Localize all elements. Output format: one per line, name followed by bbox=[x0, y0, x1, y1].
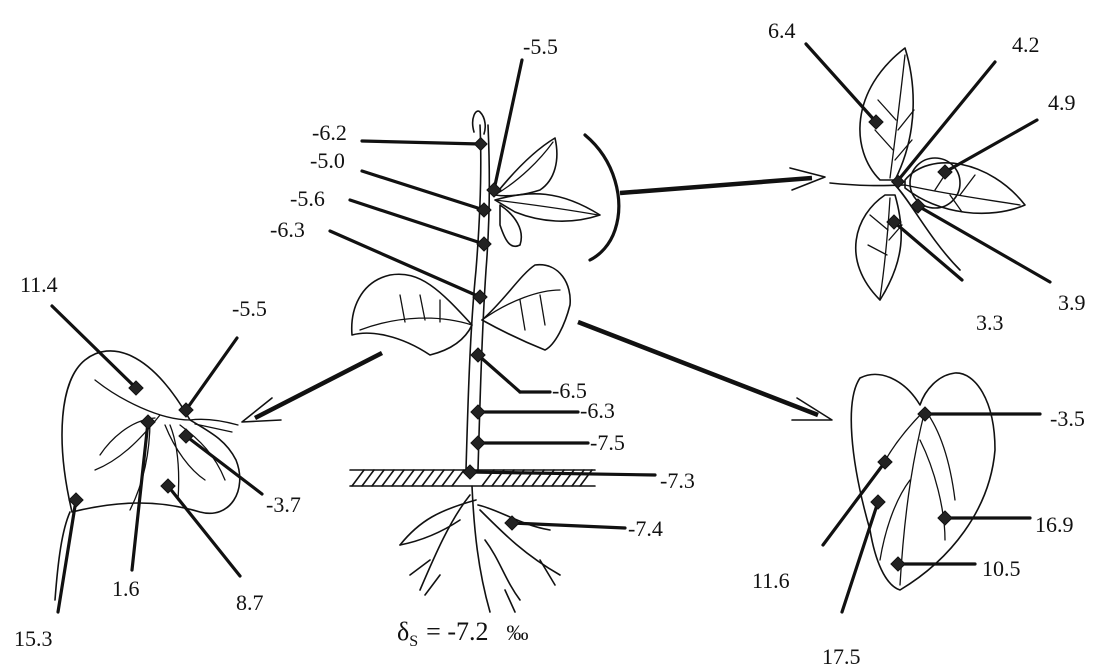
label-br-d: 11.6 bbox=[752, 568, 790, 593]
label-stem-b: -5.6 bbox=[290, 186, 325, 211]
label-left-d: 1.6 bbox=[112, 576, 140, 601]
label-stem-a: -5.0 bbox=[310, 148, 345, 173]
label-stem-d: -6.3 bbox=[580, 398, 615, 423]
plant-upper-leaf-3 bbox=[500, 205, 521, 246]
label-br-b: 16.9 bbox=[1035, 512, 1074, 537]
label-left-c: -3.7 bbox=[266, 492, 301, 517]
formula-symbol: δ bbox=[397, 617, 409, 646]
formula-subscript: S bbox=[409, 633, 418, 650]
formula-expression: = -7.2 bbox=[426, 617, 488, 646]
label-top-shoot: -5.5 bbox=[523, 34, 558, 59]
label-tr-d: 3.3 bbox=[976, 310, 1004, 335]
label-br-a: -3.5 bbox=[1050, 406, 1085, 431]
label-soil: -7.3 bbox=[660, 468, 695, 493]
label-tr-c: 4.9 bbox=[1048, 90, 1076, 115]
label-left-b: -5.5 bbox=[232, 296, 267, 321]
label-left-a: 11.4 bbox=[20, 272, 58, 297]
pointer-lines bbox=[52, 44, 1050, 612]
left-leaf-detail bbox=[55, 351, 240, 600]
arrow-to-left bbox=[242, 353, 382, 422]
delta-formula: δS = -7.2 ‰ bbox=[397, 617, 529, 650]
label-tr-e: 3.9 bbox=[1058, 290, 1086, 315]
plant-leaf-right bbox=[482, 265, 570, 350]
label-br-e: 17.5 bbox=[822, 644, 861, 666]
formula-unit: ‰ bbox=[507, 620, 529, 645]
label-apex: -6.2 bbox=[312, 120, 347, 145]
label-stem-c: -6.3 bbox=[270, 217, 305, 242]
label-stem-e: -7.5 bbox=[590, 430, 625, 455]
svg-text:δS= -7.2‰: δS = -7.2 ‰ bbox=[397, 617, 529, 650]
label-left-e: 8.7 bbox=[236, 590, 264, 615]
arrow-to-top-right bbox=[620, 168, 825, 193]
label-left-f: 15.3 bbox=[14, 626, 53, 651]
label-tr-a: 6.4 bbox=[768, 18, 796, 43]
arrow-to-bottom-right bbox=[578, 322, 832, 420]
label-tr-b: 4.2 bbox=[1012, 32, 1040, 57]
label-br-c: 10.5 bbox=[982, 556, 1021, 581]
bottom-right-leaf-detail bbox=[851, 373, 995, 590]
top-right-leaf-detail bbox=[830, 48, 1025, 300]
sample-points bbox=[69, 115, 952, 571]
plant-roots bbox=[400, 486, 560, 612]
label-root: -7.4 bbox=[628, 516, 663, 541]
